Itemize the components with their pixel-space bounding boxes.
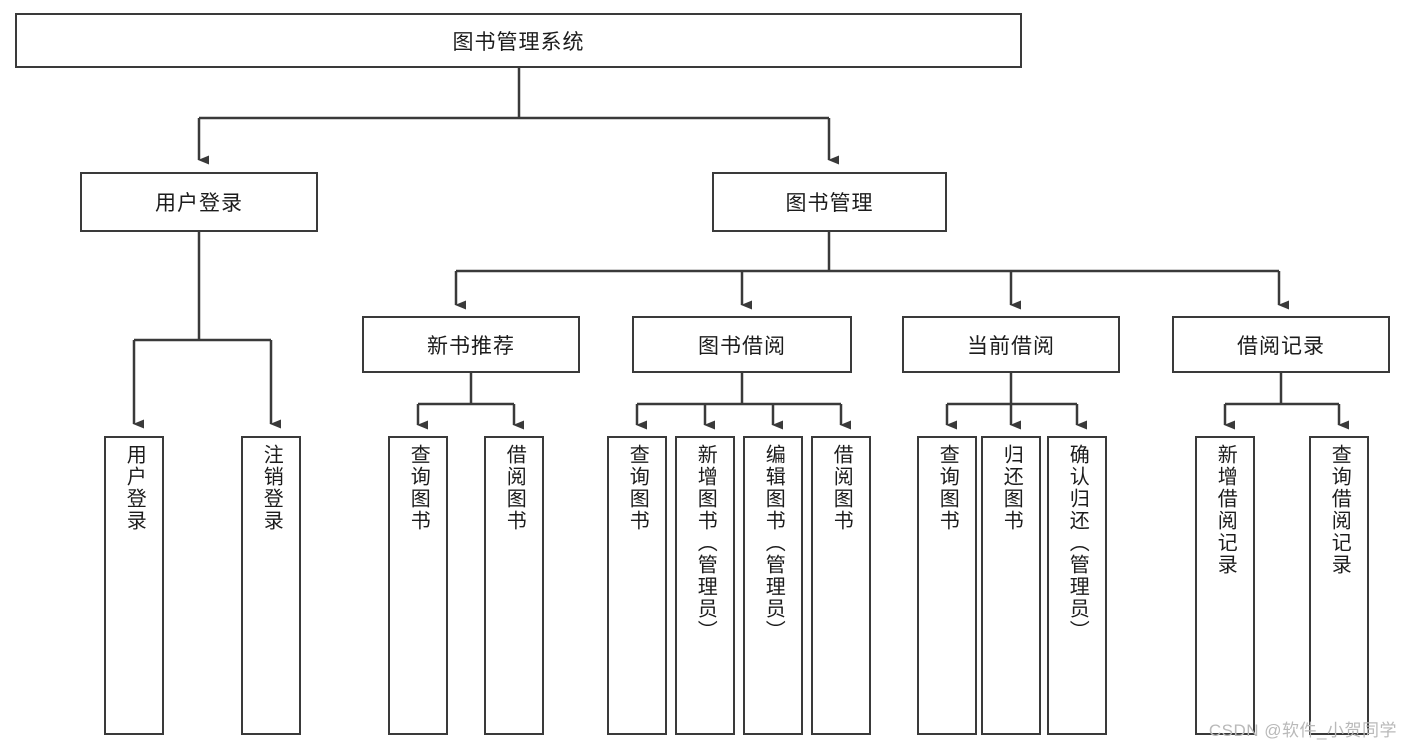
- leaf-current-borrow-return[interactable]: 归还图书: [981, 436, 1041, 735]
- node-book-borrow[interactable]: 图书借阅: [632, 316, 852, 373]
- leaf-label: 注销登录: [260, 444, 283, 532]
- leaf-borrow-record-add[interactable]: 新增借阅记录: [1195, 436, 1255, 735]
- leaf-label: 借阅图书: [503, 444, 526, 532]
- leaf-book-borrow-edit[interactable]: 编辑图书（管理员）: [743, 436, 803, 735]
- node-current-borrow-label: 当前借阅: [967, 334, 1055, 358]
- node-user-login-label: 用户登录: [155, 192, 243, 215]
- watermark: CSDN @软件_小贺同学: [1208, 721, 1397, 740]
- leaf-label: 新增借阅记录: [1214, 444, 1237, 576]
- leaf-user-login-logout[interactable]: 注销登录: [241, 436, 301, 735]
- leaf-label: 确认归还（管理员）: [1066, 444, 1089, 642]
- leaf-label: 查询图书: [626, 444, 649, 532]
- leaf-label: 查询图书: [407, 444, 430, 532]
- leaf-borrow-record-query[interactable]: 查询借阅记录: [1309, 436, 1369, 735]
- node-book-management[interactable]: 图书管理: [712, 172, 947, 232]
- leaf-label: 归还图书: [1000, 444, 1023, 532]
- leaf-book-borrow-query[interactable]: 查询图书: [607, 436, 667, 735]
- leaf-current-borrow-confirm[interactable]: 确认归还（管理员）: [1047, 436, 1107, 735]
- node-borrow-record-label: 借阅记录: [1237, 334, 1325, 358]
- leaf-book-borrow-add[interactable]: 新增图书（管理员）: [675, 436, 735, 735]
- leaf-label: 新增图书（管理员）: [694, 444, 717, 642]
- leaf-user-login-login[interactable]: 用户登录: [104, 436, 164, 735]
- leaf-new-book-borrow[interactable]: 借阅图书: [484, 436, 544, 735]
- leaf-label: 查询借阅记录: [1328, 444, 1351, 576]
- node-book-management-label: 图书管理: [785, 192, 874, 215]
- leaf-label: 用户登录: [123, 444, 146, 532]
- node-current-borrow[interactable]: 当前借阅: [902, 316, 1120, 373]
- leaf-new-book-query[interactable]: 查询图书: [388, 436, 448, 735]
- leaf-label: 编辑图书（管理员）: [762, 444, 785, 642]
- leaf-book-borrow-borrow[interactable]: 借阅图书: [811, 436, 871, 735]
- leaf-label: 借阅图书: [830, 444, 853, 532]
- leaf-label: 查询图书: [936, 444, 959, 532]
- node-root[interactable]: 图书管理系统: [15, 13, 1022, 68]
- node-book-borrow-label: 图书借阅: [698, 334, 786, 358]
- node-new-book-recommend-label: 新书推荐: [427, 334, 515, 358]
- node-borrow-record[interactable]: 借阅记录: [1172, 316, 1390, 373]
- leaf-current-borrow-query[interactable]: 查询图书: [917, 436, 977, 735]
- node-user-login[interactable]: 用户登录: [80, 172, 318, 232]
- node-new-book-recommend[interactable]: 新书推荐: [362, 316, 580, 373]
- node-root-label: 图书管理系统: [452, 30, 585, 54]
